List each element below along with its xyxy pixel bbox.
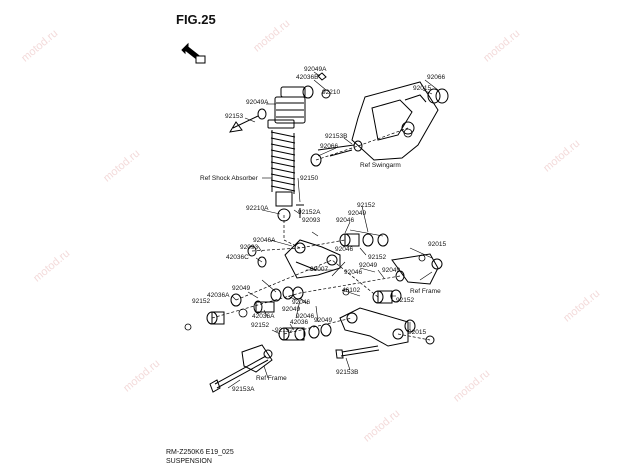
frame-bracket-right (391, 253, 443, 345)
part-callout: 92049A (304, 66, 327, 73)
part-callout: 92210 (322, 89, 341, 96)
part-callout: 92046 (344, 269, 363, 276)
part-callout: 92152 (368, 254, 387, 261)
bushings (206, 233, 416, 341)
diagram-code: RM-Z250K6 E19_025 (166, 449, 234, 456)
bolts (209, 149, 380, 393)
part-callout: 92049 (314, 317, 333, 324)
front-arrow-icon (181, 42, 206, 64)
section-name: SUSPENSION (166, 458, 212, 465)
reference-markers (184, 128, 426, 331)
part-callout: 92152 (357, 202, 376, 209)
part-callout: 92046 (296, 313, 315, 320)
part-callout: 92153 (225, 113, 244, 120)
part-callout: 92049 (282, 306, 301, 313)
part-callout: 92049 (359, 262, 378, 269)
part-callout: 39007 (310, 266, 329, 273)
part-callout: 42036B (296, 74, 319, 81)
tie-rod (339, 307, 409, 347)
part-callout: 42036A (252, 313, 275, 320)
part-callout: 92049A (246, 99, 269, 106)
ref-shock-absorber-label: Ref Shock Absorber (200, 175, 258, 182)
part-callout: 92046 (335, 246, 354, 253)
assembly-lines (211, 127, 431, 341)
part-callout: 92093 (302, 217, 321, 224)
part-callout: 92153B (336, 369, 359, 376)
part-callout: 92046 (292, 299, 311, 306)
part-callout: 92093 (240, 244, 259, 251)
cushion-lever (284, 239, 341, 279)
part-callout: 92015 (408, 329, 427, 336)
part-callout: 92152 (275, 327, 294, 334)
leader-lines (227, 71, 439, 389)
ref-swingarm-label: Ref Swingarm (360, 162, 401, 169)
part-callout: 92049 (232, 285, 251, 292)
part-callout: 92153A (232, 386, 255, 393)
part-callout: 42036 (290, 319, 309, 326)
part-callout: 92015 (413, 85, 432, 92)
part-callout: 92046 (336, 217, 355, 224)
part-callout: 92153B (325, 133, 348, 140)
part-callout: 92152 (396, 297, 415, 304)
part-callout: 92150 (300, 175, 319, 182)
part-callout: 92046A (253, 237, 276, 244)
part-callout: 42036A (207, 292, 230, 299)
figure-title: FIG.25 (176, 12, 216, 27)
part-callout: 92152 (192, 298, 211, 305)
part-callout: 46102 (342, 287, 361, 294)
part-callout: 92015 (428, 241, 447, 248)
part-callout: 92152 (251, 322, 270, 329)
part-callout: 92049 (382, 267, 401, 274)
ref-frame-right-label: Ref Frame (410, 288, 441, 295)
frame-lower-left (241, 344, 273, 373)
part-callout: 92152A (298, 209, 321, 216)
shock-absorber (267, 86, 306, 222)
part-callout: 92066 (320, 143, 339, 150)
ref-frame-left-label: Ref Frame (256, 375, 287, 382)
part-callout: 92049 (348, 210, 367, 217)
part-callout: 92210A (246, 205, 269, 212)
part-callout: 42036C (226, 254, 249, 261)
part-callout: 92066 (427, 74, 446, 81)
